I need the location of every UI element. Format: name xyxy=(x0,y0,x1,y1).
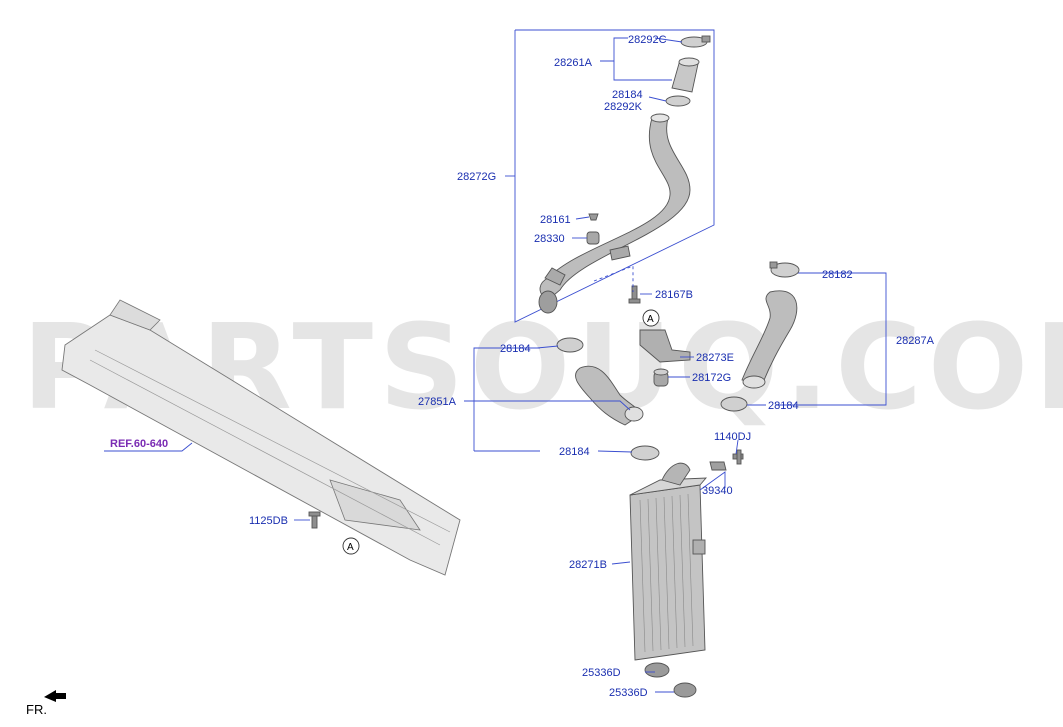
callout-28272g[interactable]: 28272G xyxy=(457,171,496,183)
hose-27851a[interactable] xyxy=(575,365,644,426)
hose-28287a[interactable] xyxy=(741,290,798,389)
bolt-1125db[interactable] xyxy=(308,511,321,529)
callout-39340[interactable]: 39340 xyxy=(702,485,733,497)
svg-text:A: A xyxy=(647,314,654,325)
callout-28184-upper[interactable]: 28184 xyxy=(612,89,643,101)
mount-28172g[interactable] xyxy=(653,368,669,387)
svg-text:A: A xyxy=(347,542,354,553)
upper-pipe-group-frame xyxy=(514,29,715,323)
clamp-28184-lower[interactable] xyxy=(630,445,660,461)
callout-28261a[interactable]: 28261A xyxy=(554,57,593,69)
callout-28182[interactable]: 28182 xyxy=(822,269,853,281)
callout-28184-right[interactable]: 28184 xyxy=(768,400,799,412)
callout-28172g[interactable]: 28172G xyxy=(692,372,731,384)
front-carrier-reference xyxy=(61,299,461,576)
leader-lines xyxy=(104,37,766,693)
clamp-28184-left[interactable] xyxy=(556,337,584,353)
callout-28167b[interactable]: 28167B xyxy=(655,289,693,301)
callout-28271b[interactable]: 28271B xyxy=(569,559,607,571)
bracket-28273e[interactable] xyxy=(639,329,691,363)
callout-25336d-2[interactable]: 25336D xyxy=(609,687,648,699)
callout-28330[interactable]: 28330 xyxy=(534,233,565,245)
clamp-28182[interactable] xyxy=(769,261,800,278)
callout-28292c[interactable]: 28292C xyxy=(628,34,667,46)
view-marker-a-bottom: A xyxy=(342,537,360,555)
callout-28287a[interactable]: 28287A xyxy=(896,335,935,347)
clamp-28292c[interactable] xyxy=(680,35,711,48)
clamp-28184-right[interactable] xyxy=(720,396,748,412)
bushing-28330[interactable] xyxy=(586,231,600,245)
callout-28184-lower[interactable]: 28184 xyxy=(559,446,590,458)
bolt-28167b[interactable] xyxy=(628,285,641,304)
callout-27851a[interactable]: 27851A xyxy=(418,396,457,408)
callout-28292k[interactable]: 28292K xyxy=(604,101,643,113)
bracket-39340[interactable] xyxy=(709,461,727,471)
grommet-28161[interactable] xyxy=(588,213,599,221)
callout-1125db[interactable]: 1125DB xyxy=(249,515,288,527)
hose-28261a[interactable] xyxy=(671,57,700,93)
callout-labels: 28292C 28261A 28184 28292K 28272G 28161 … xyxy=(110,34,935,699)
insulator-25336d-1[interactable] xyxy=(644,662,670,678)
orientation-label: FR. xyxy=(26,702,47,717)
insulator-25336d-2[interactable] xyxy=(673,682,697,698)
orientation-indicator: FR. xyxy=(26,690,66,717)
callout-28184-left[interactable]: 28184 xyxy=(500,343,531,355)
callout-25336d-1[interactable]: 25336D xyxy=(582,667,621,679)
intercooler-28271b[interactable] xyxy=(629,462,708,661)
callout-1140dj[interactable]: 1140DJ xyxy=(714,431,751,443)
callout-28273e[interactable]: 28273E xyxy=(696,352,734,364)
reference-link[interactable]: REF.60-640 xyxy=(110,438,168,450)
bolt-1140dj[interactable] xyxy=(732,449,744,465)
callout-28161[interactable]: 28161 xyxy=(540,214,571,226)
clamp-28292k[interactable] xyxy=(665,95,691,107)
pipe-28272g[interactable] xyxy=(538,113,691,314)
view-marker-a-top: A xyxy=(642,309,660,327)
front-arrow-icon xyxy=(44,690,66,702)
